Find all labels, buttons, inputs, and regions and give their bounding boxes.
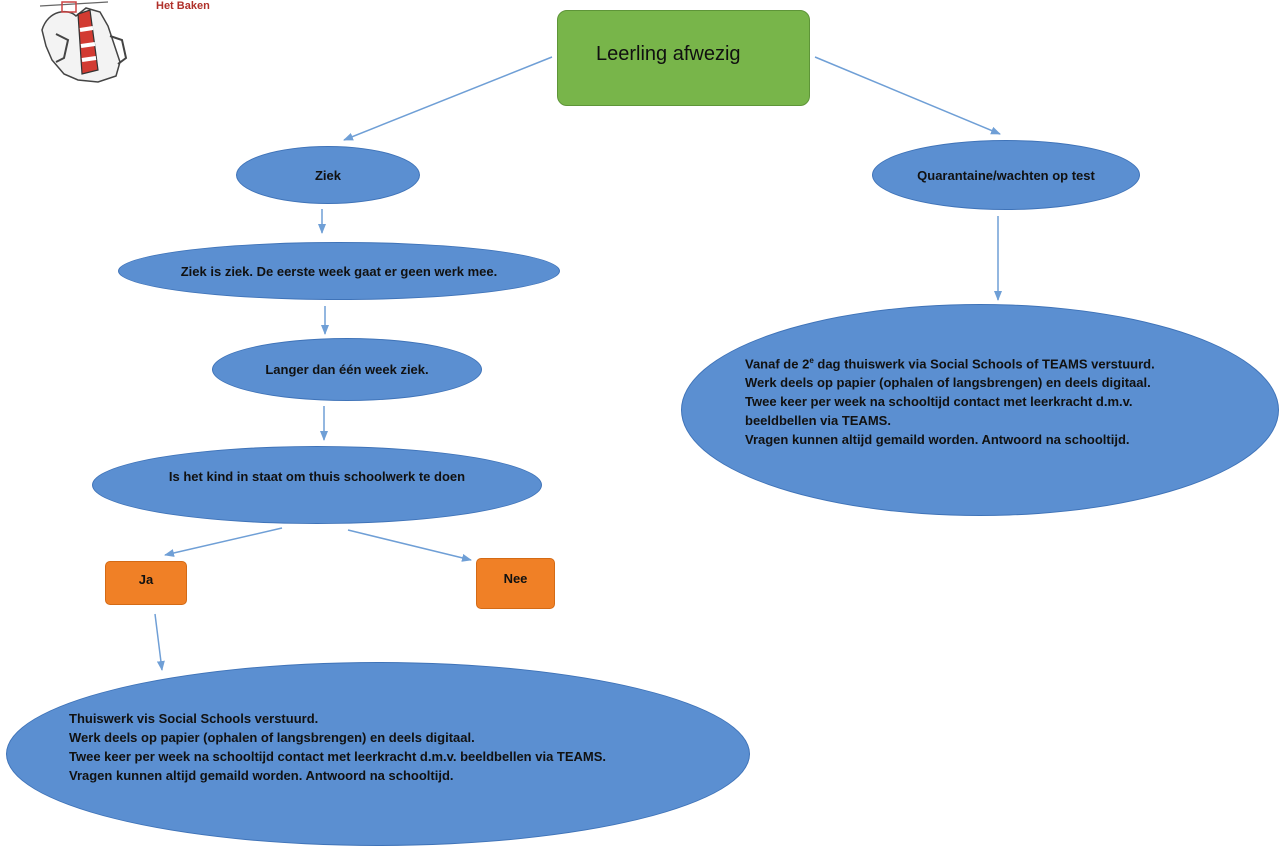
ja-info-line-3: Twee keer per week na schooltijd contact… bbox=[69, 749, 607, 764]
arrow-instaat-to-ja bbox=[164, 527, 283, 557]
ja-info-line-1: Thuiswerk vis Social Schools verstuurd. bbox=[69, 711, 319, 726]
start-node-label: Leerling afwezig bbox=[596, 43, 741, 65]
node-ziek-is-ziek: Ziek is ziek. De eerste week gaat er gee… bbox=[118, 242, 560, 300]
arrow-instaat-to-nee bbox=[347, 529, 472, 562]
node-is-kind-in-staat: Is het kind in staat om thuis schoolwerk… bbox=[92, 446, 542, 524]
quarantaine-info-line-3: Twee keer per week na schooltijd contact… bbox=[745, 394, 1133, 410]
lighthouse-logo-icon bbox=[39, 1, 128, 83]
node-in-staat-label: Is het kind in staat om thuis schoolwerk… bbox=[168, 468, 466, 484]
node-ziek: Ziek bbox=[236, 146, 420, 204]
node-langer-dan-een-week: Langer dan één week ziek. bbox=[212, 338, 482, 401]
quarantaine-info-line-2: Werk deels op papier (ophalen of langsbr… bbox=[745, 375, 1151, 391]
choice-nee-label: Nee bbox=[503, 571, 528, 586]
quarantaine-info-line-4: beeldbellen via TEAMS. bbox=[745, 413, 891, 429]
node-ziek-label: Ziek bbox=[314, 167, 341, 183]
start-node-leerling-afwezig: Leerling afwezig bbox=[557, 10, 810, 106]
ja-info-line-4: Vragen kunnen altijd gemaild worden. Ant… bbox=[69, 768, 454, 783]
node-ja-info: Thuiswerk vis Social Schools verstuurd. … bbox=[6, 662, 750, 846]
choice-ja: Ja bbox=[105, 561, 187, 605]
quarantaine-info-line-5: Vragen kunnen altijd gemaild worden. Ant… bbox=[745, 432, 1130, 448]
arrow-ja-to-jainfo bbox=[154, 613, 165, 671]
node-quarantaine: Quarantaine/wachten op test bbox=[872, 140, 1140, 210]
node-quarantaine-info: Vanaf de 2e dag thuiswerk via Social Sch… bbox=[681, 304, 1279, 516]
choice-ja-label: Ja bbox=[138, 572, 154, 587]
node-quarantaine-label: Quarantaine/wachten op test bbox=[917, 167, 1095, 183]
node-ziek-is-ziek-label: Ziek is ziek. De eerste week gaat er gee… bbox=[180, 263, 498, 279]
choice-nee: Nee bbox=[476, 558, 555, 609]
node-langer-label: Langer dan één week ziek. bbox=[265, 362, 429, 377]
het-baken-logo: Het Baken bbox=[38, 0, 210, 84]
arrow-start-to-ziek bbox=[343, 56, 553, 141]
quarantaine-info-line-1: Vanaf de 2e dag thuiswerk via Social Sch… bbox=[745, 356, 1155, 372]
arrow-start-to-quarantaine bbox=[814, 56, 1001, 135]
ja-info-line-2: Werk deels op papier (ophalen of langsbr… bbox=[69, 730, 475, 745]
